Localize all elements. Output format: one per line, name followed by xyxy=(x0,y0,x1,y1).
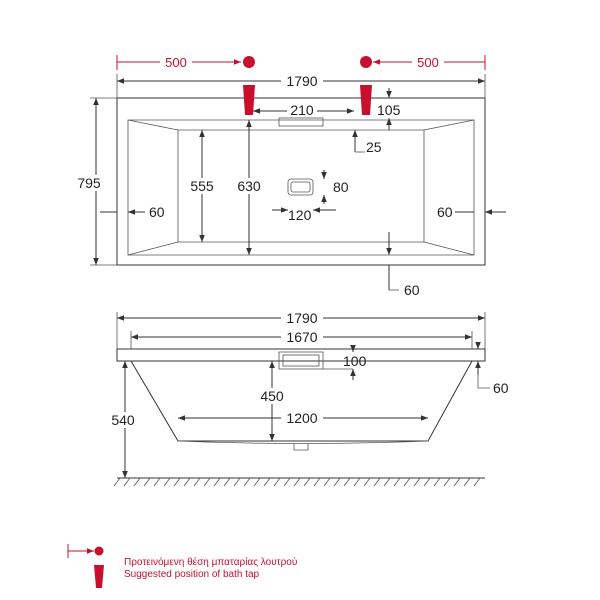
plan-view: 1790 500 500 210 105 25 xyxy=(74,54,506,298)
side-view: 1790 1670 100 60 540 450 1200 xyxy=(107,310,509,487)
tap-marker-left-icon xyxy=(243,56,255,115)
dim-side-100: 100 xyxy=(343,353,367,369)
dim-rim-25: 25 xyxy=(366,139,382,155)
dim-waste-height: 80 xyxy=(333,179,349,195)
dim-side-height: 540 xyxy=(111,412,135,428)
plan-outer-rim xyxy=(116,97,486,266)
dim-tap-offset-left: 500 xyxy=(165,55,187,70)
dim-floor-width: 555 xyxy=(190,178,214,194)
dim-rim-right: 60 xyxy=(437,204,453,220)
dim-rim-bottom: 60 xyxy=(404,282,420,298)
tap-marker-right-icon xyxy=(360,56,372,115)
drain-inner xyxy=(290,181,311,193)
dim-side-length: 1790 xyxy=(286,310,317,326)
dim-rim-left: 60 xyxy=(149,204,165,220)
dim-side-depth: 450 xyxy=(260,388,284,404)
dim-side-bottom-length: 1200 xyxy=(286,410,317,426)
floor-hatching xyxy=(113,477,481,487)
legend-tap-icon xyxy=(94,546,104,556)
overflow-slot xyxy=(278,117,324,127)
dim-side-rim: 60 xyxy=(493,380,509,396)
dim-waste-width: 120 xyxy=(288,207,312,223)
dim-tap-spacing: 210 xyxy=(290,102,314,118)
drain-outer xyxy=(287,178,314,196)
dim-basin-width: 630 xyxy=(237,178,261,194)
legend-label-english: Suggested position of bath tap xyxy=(124,569,260,580)
plan-basin-edge xyxy=(127,119,475,256)
side-rim xyxy=(116,348,486,362)
dim-rim-105: 105 xyxy=(377,102,401,118)
tap-legend: Προτεινόμενη θέση μπαταρίας λουτρού Sugg… xyxy=(67,544,297,588)
dim-plan-length: 1790 xyxy=(286,73,317,89)
dim-plan-width: 795 xyxy=(77,175,101,191)
dim-tap-offset-right: 500 xyxy=(417,55,439,70)
side-body xyxy=(130,360,473,442)
legend-label-greek: Προτεινόμενη θέση μπαταρίας λουτρού xyxy=(124,556,297,568)
side-overflow xyxy=(278,351,324,370)
dim-side-inner-length: 1670 xyxy=(286,329,317,345)
